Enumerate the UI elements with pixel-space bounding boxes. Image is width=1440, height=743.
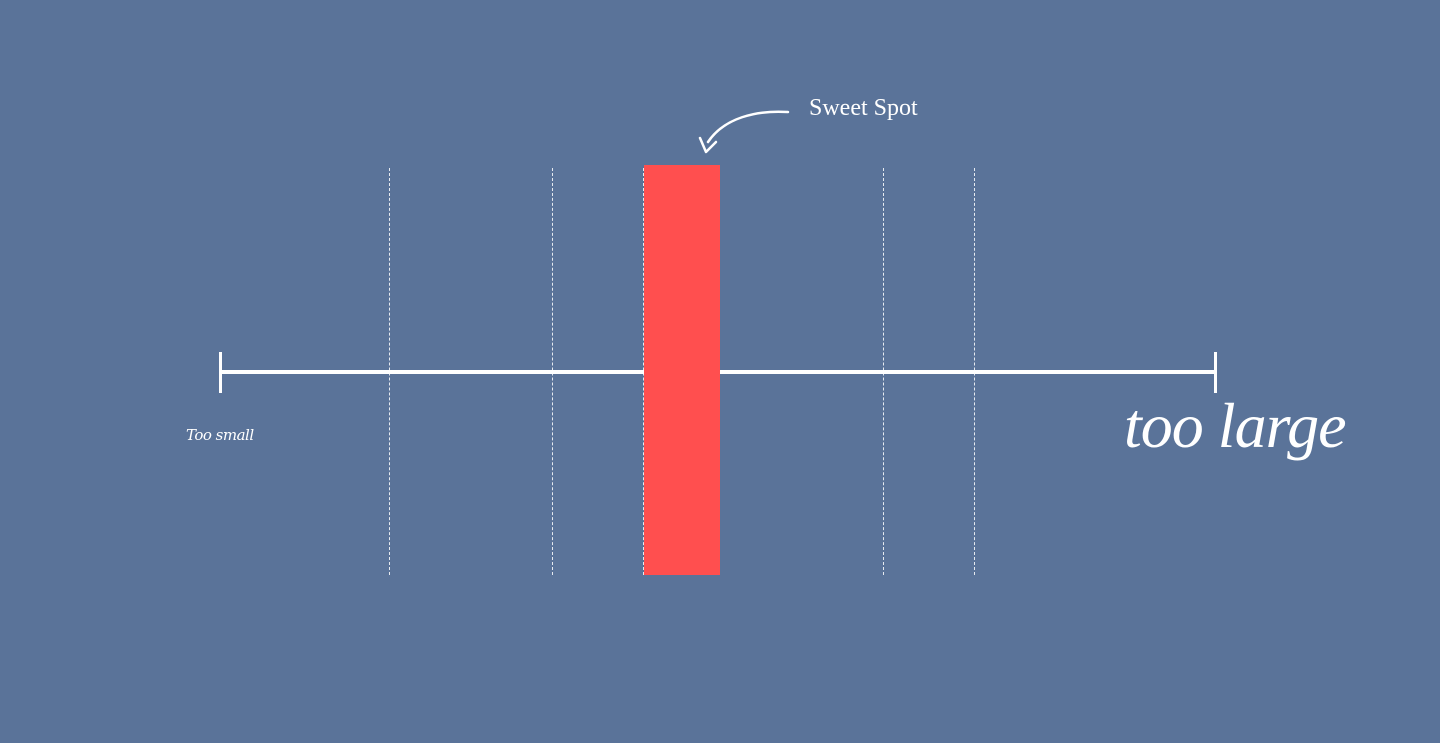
scale-max-cap — [1214, 352, 1217, 393]
curved-arrow-icon — [698, 110, 790, 154]
sweet-spot-label: Sweet Spot — [809, 95, 918, 121]
min-label: Too small — [186, 426, 254, 444]
sweet-spot-band — [644, 165, 720, 575]
scale-min-cap — [219, 352, 222, 393]
max-label: too large — [1124, 390, 1346, 461]
